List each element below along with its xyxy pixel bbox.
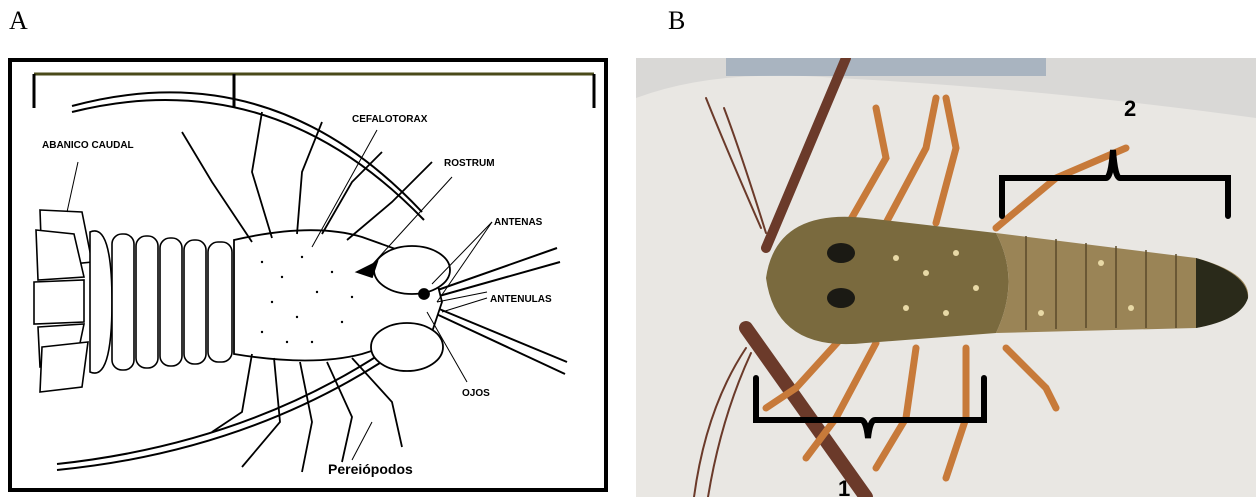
lobster-photo: 1 2 <box>636 58 1256 497</box>
panel-a-letter: A <box>9 6 28 36</box>
label-pereiopodos: Pereiópodos <box>328 461 413 477</box>
label-antenulas: ANTENULAS <box>490 294 552 305</box>
label-cefalotorax: CEFALOTORAX <box>352 114 428 125</box>
lobster-photo-panel: 1 2 <box>636 58 1256 497</box>
label-antenas: ANTENAS <box>494 217 543 228</box>
carapace-drawing <box>234 230 450 371</box>
lobster-diagram-panel: ABANICO CAUDAL CEFALOTORAX ROSTRUM ANTEN… <box>8 58 608 492</box>
panel-b-letter: B <box>668 6 685 36</box>
label-rostrum: ROSTRUM <box>444 158 495 169</box>
label-abanico-caudal: ABANICO CAUDAL <box>42 140 134 151</box>
tail-fan-drawing <box>34 210 92 392</box>
bracket-1-label: 1 <box>838 476 850 497</box>
abdomen-drawing <box>90 231 232 373</box>
bracket-2-label: 2 <box>1124 96 1136 121</box>
label-ojos: OJOS <box>462 388 490 399</box>
lobster-diagram: ABANICO CAUDAL CEFALOTORAX ROSTRUM ANTEN… <box>12 62 604 488</box>
